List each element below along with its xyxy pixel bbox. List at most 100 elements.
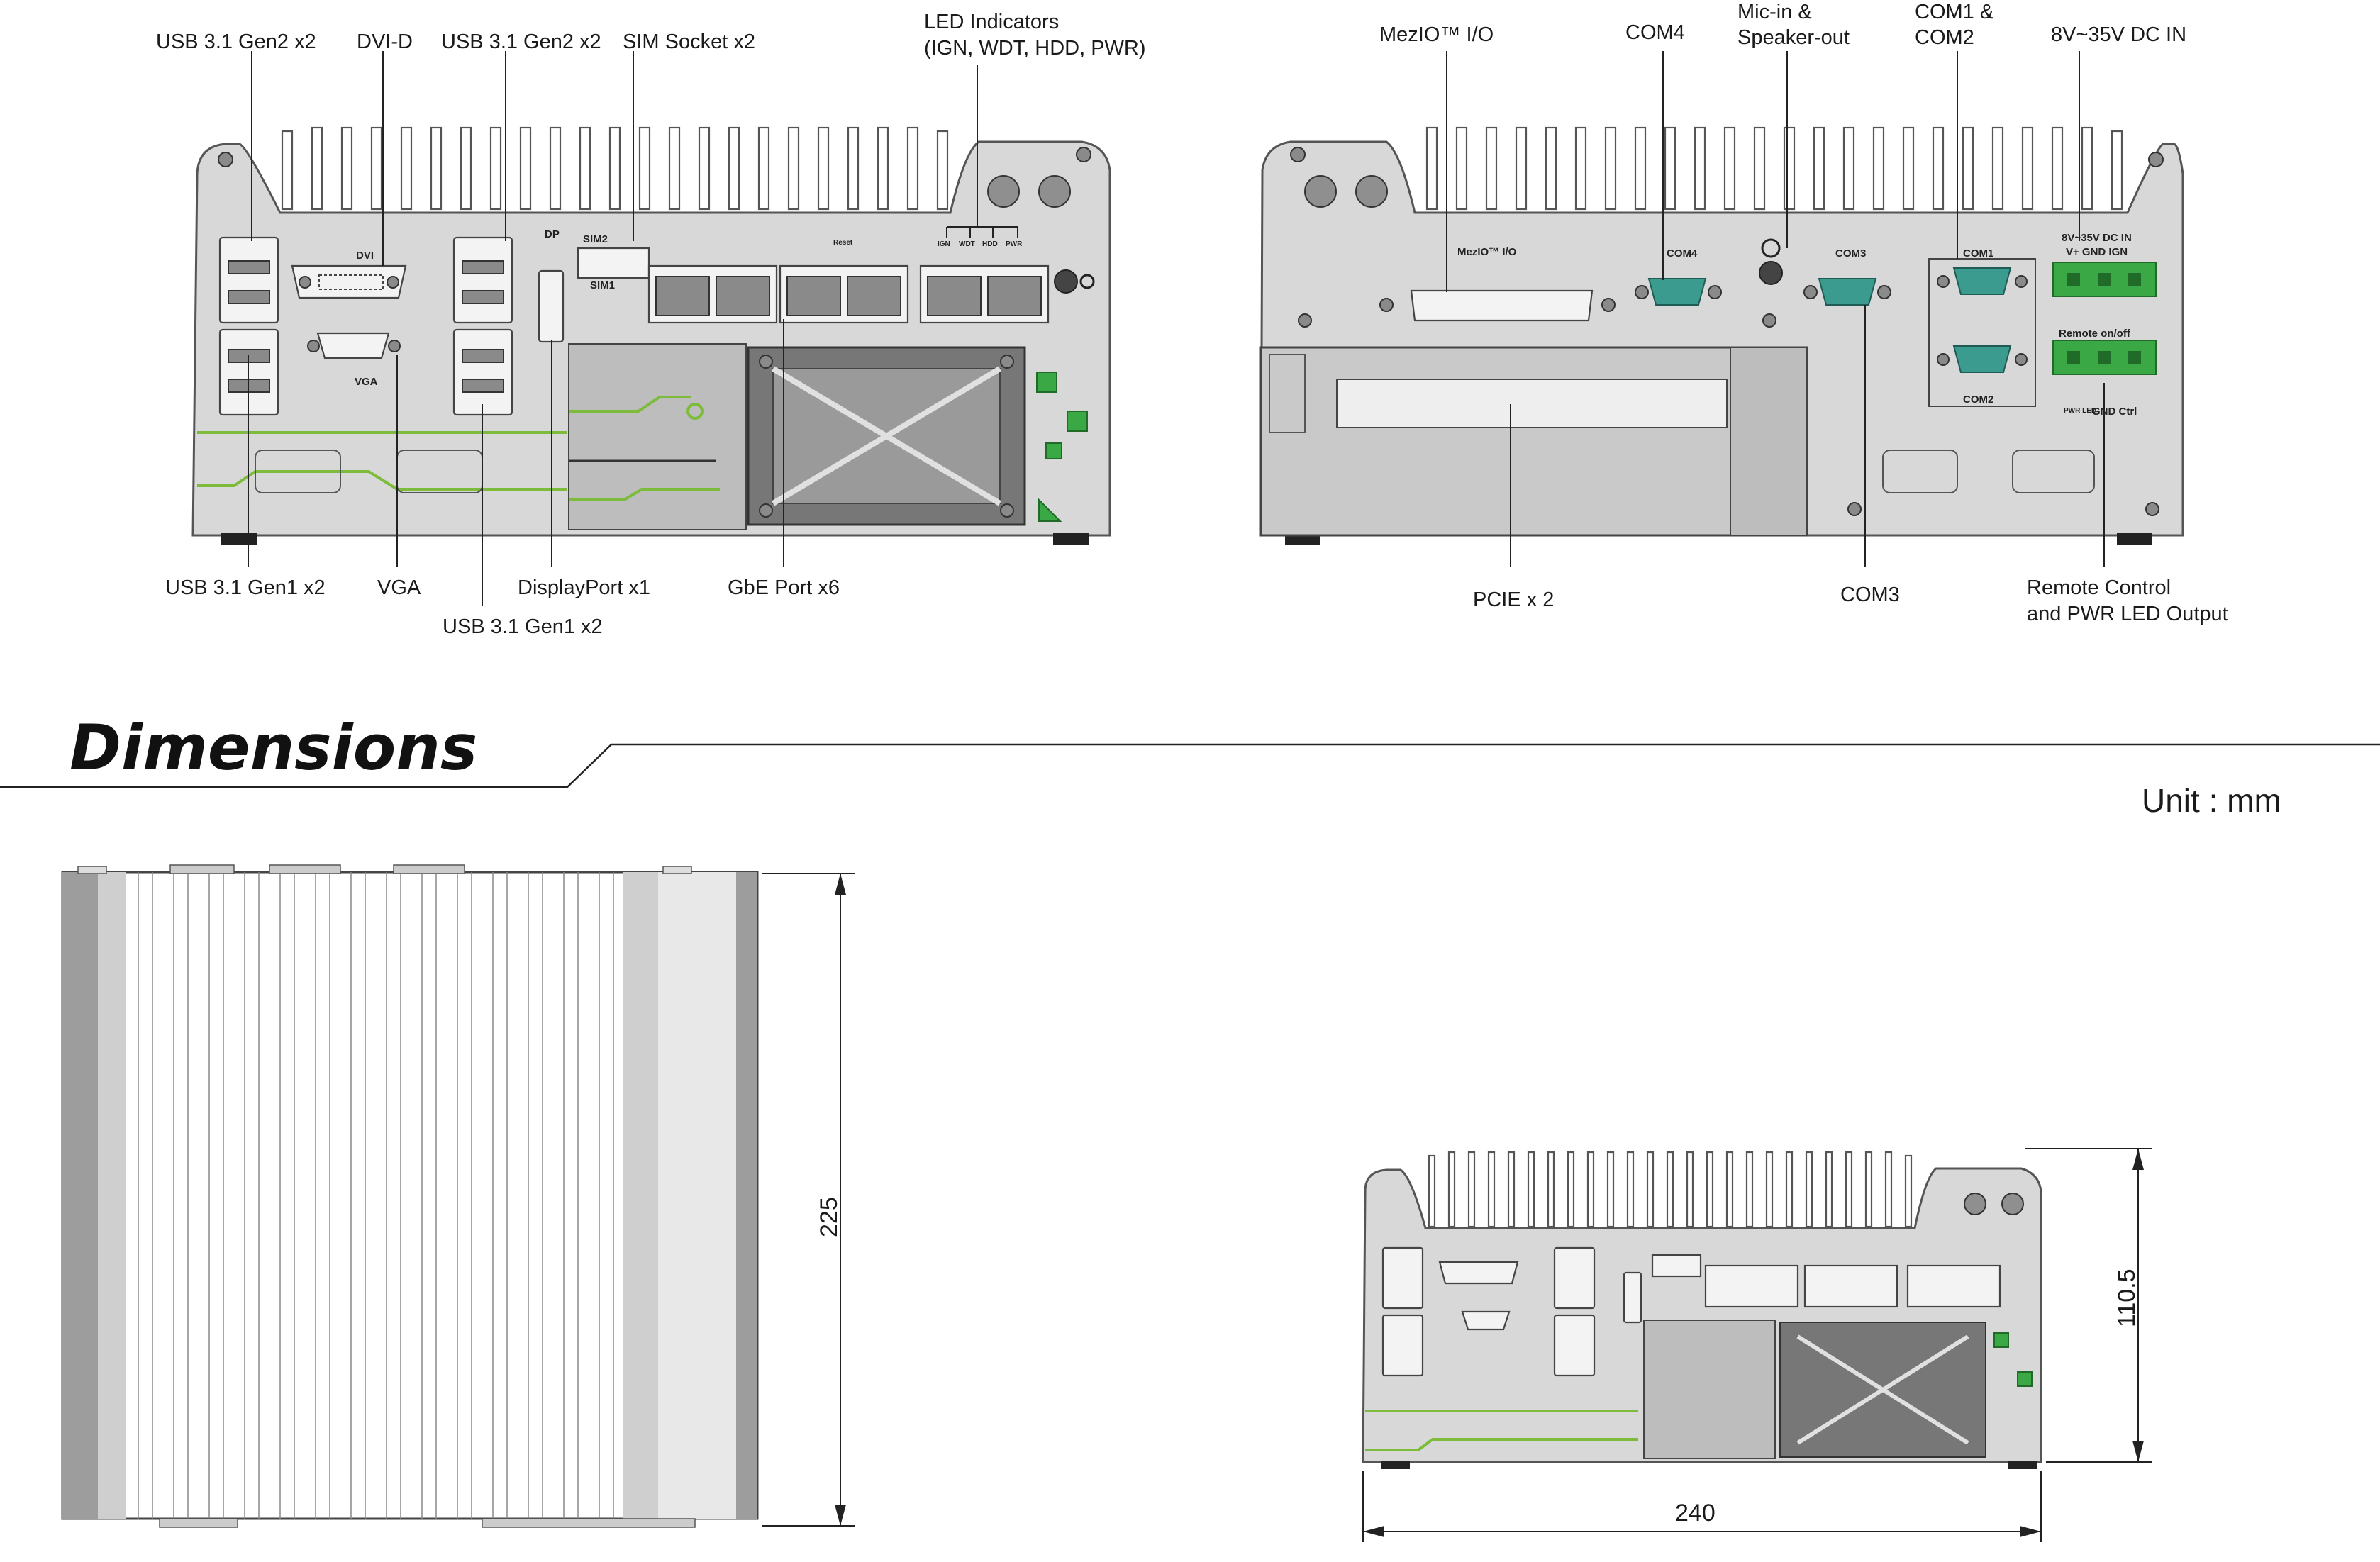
com3-panel-text: COM3	[1835, 247, 1866, 260]
antenna-hole	[1038, 175, 1071, 208]
label-remote-control: Remote Control	[2027, 576, 2171, 599]
audio-jack	[1759, 261, 1783, 285]
top-view: 225	[61, 864, 855, 1528]
depth-value: 225	[816, 1197, 843, 1237]
front-cassette-left	[568, 343, 747, 530]
height-value: 110.5	[2113, 1268, 2140, 1327]
front-panel-view: DVI VGA DP SIM2 SIM1	[156, 11, 1146, 638]
small-fins	[1428, 1151, 1913, 1228]
foot	[2117, 533, 2152, 545]
usb-stack	[1553, 1246, 1596, 1310]
screw	[1000, 503, 1014, 518]
top-fin-lines	[138, 872, 614, 1519]
label-usb31-gen1-b: USB 3.1 Gen1 x2	[443, 615, 603, 638]
dvi-panel-text: DVI	[356, 250, 374, 262]
sim-socket	[577, 247, 650, 279]
knockout	[1882, 450, 1958, 493]
deco-green	[1038, 498, 1062, 522]
rear-mount-hole-left	[1290, 147, 1306, 162]
remote-panel-text: Remote on/off	[2059, 328, 2131, 340]
usb-stack	[1553, 1314, 1596, 1377]
label-usb31-gen2-a: USB 3.1 Gen2 x2	[156, 30, 316, 53]
label-gbe: GbE Port x6	[728, 576, 840, 599]
vga-panel-text: VGA	[355, 376, 378, 388]
pcie-side	[1730, 347, 1808, 536]
usb-port	[228, 260, 270, 274]
com2-port	[1952, 345, 2012, 373]
fan-cross	[771, 366, 1002, 506]
antenna-hole	[1355, 175, 1388, 208]
label-mic-in: Mic-in &	[1737, 1, 1812, 23]
screw	[1847, 502, 1862, 516]
rj45	[847, 276, 901, 316]
antenna-hole	[1304, 175, 1337, 208]
top-edge-left	[62, 872, 98, 1519]
dp-panel-text: DP	[545, 228, 560, 240]
usb-port	[228, 290, 270, 304]
screw	[1379, 298, 1394, 312]
gbe-pair	[1906, 1264, 2001, 1308]
reset-panel-text: Reset	[833, 239, 853, 247]
foot	[221, 533, 257, 545]
deco-green	[1045, 442, 1062, 459]
foot	[1053, 533, 1089, 545]
headset-icon	[1761, 238, 1781, 258]
screw	[1708, 285, 1722, 299]
protrusion	[482, 1518, 696, 1528]
foot	[2008, 1461, 2037, 1469]
mezio-panel-text: MezIO™ I/O	[1457, 246, 1517, 258]
gbe-ports	[647, 264, 1050, 324]
deco-green	[1067, 411, 1088, 432]
sim2-panel-text: SIM2	[583, 233, 608, 245]
header-rule	[0, 743, 2380, 788]
dvi-pins	[318, 274, 384, 290]
label-usb31-gen2-b: USB 3.1 Gen2 x2	[441, 30, 601, 53]
com12-frame	[1928, 258, 2036, 407]
screw	[1601, 298, 1616, 312]
rj45	[716, 276, 770, 316]
vga-port	[316, 332, 390, 359]
small-fan-cross	[1796, 1334, 1969, 1445]
deco-green	[1993, 1332, 2009, 1348]
label-dvi-d: DVI-D	[357, 30, 413, 53]
pcb-trace	[197, 431, 567, 491]
deco-green	[2017, 1371, 2033, 1387]
dimensions-title: Dimensions	[69, 711, 477, 784]
mezio-connector	[1410, 289, 1594, 322]
terminal-pin	[2067, 273, 2080, 286]
gndctrl-panel-text: GND Ctrl	[2092, 406, 2137, 418]
rear-heatsink-fins	[1425, 126, 2123, 211]
power-button[interactable]	[1054, 269, 1078, 294]
label-vga: VGA	[377, 576, 421, 599]
com2-panel-text: COM2	[1963, 394, 1993, 406]
usb-port	[462, 379, 504, 393]
unit-label: Unit : mm	[2142, 782, 2281, 819]
label-sim-socket: SIM Socket x2	[623, 30, 755, 53]
displayport	[538, 269, 565, 343]
dimensions-header: Dimensions Unit : mm	[0, 711, 2380, 819]
label-com3: COM3	[1840, 584, 1900, 606]
screw	[388, 340, 401, 352]
screw	[759, 503, 773, 518]
usb-port	[462, 260, 504, 274]
screw	[1937, 275, 1950, 288]
screw	[759, 355, 773, 369]
top-edge-right	[736, 872, 757, 1519]
width-dim-line	[1362, 1471, 2042, 1542]
label-pcie: PCIE x 2	[1473, 588, 1554, 611]
label-com1-and: COM1 &	[1915, 1, 1993, 23]
top-edge-left-2	[98, 872, 126, 1519]
protrusion	[393, 864, 465, 874]
front-dim-view: 110.5 240	[1362, 1148, 2152, 1542]
sim1-panel-text: SIM1	[590, 279, 615, 291]
protrusion	[269, 864, 341, 874]
rj45	[655, 276, 710, 316]
com4-port	[1647, 278, 1707, 306]
screw	[1635, 285, 1649, 299]
small-cassette	[1643, 1320, 1776, 1459]
screw	[1937, 353, 1950, 366]
leader	[946, 65, 1018, 238]
screw	[2015, 353, 2028, 366]
label-pwr-led-output: and PWR LED Output	[2027, 603, 2228, 625]
